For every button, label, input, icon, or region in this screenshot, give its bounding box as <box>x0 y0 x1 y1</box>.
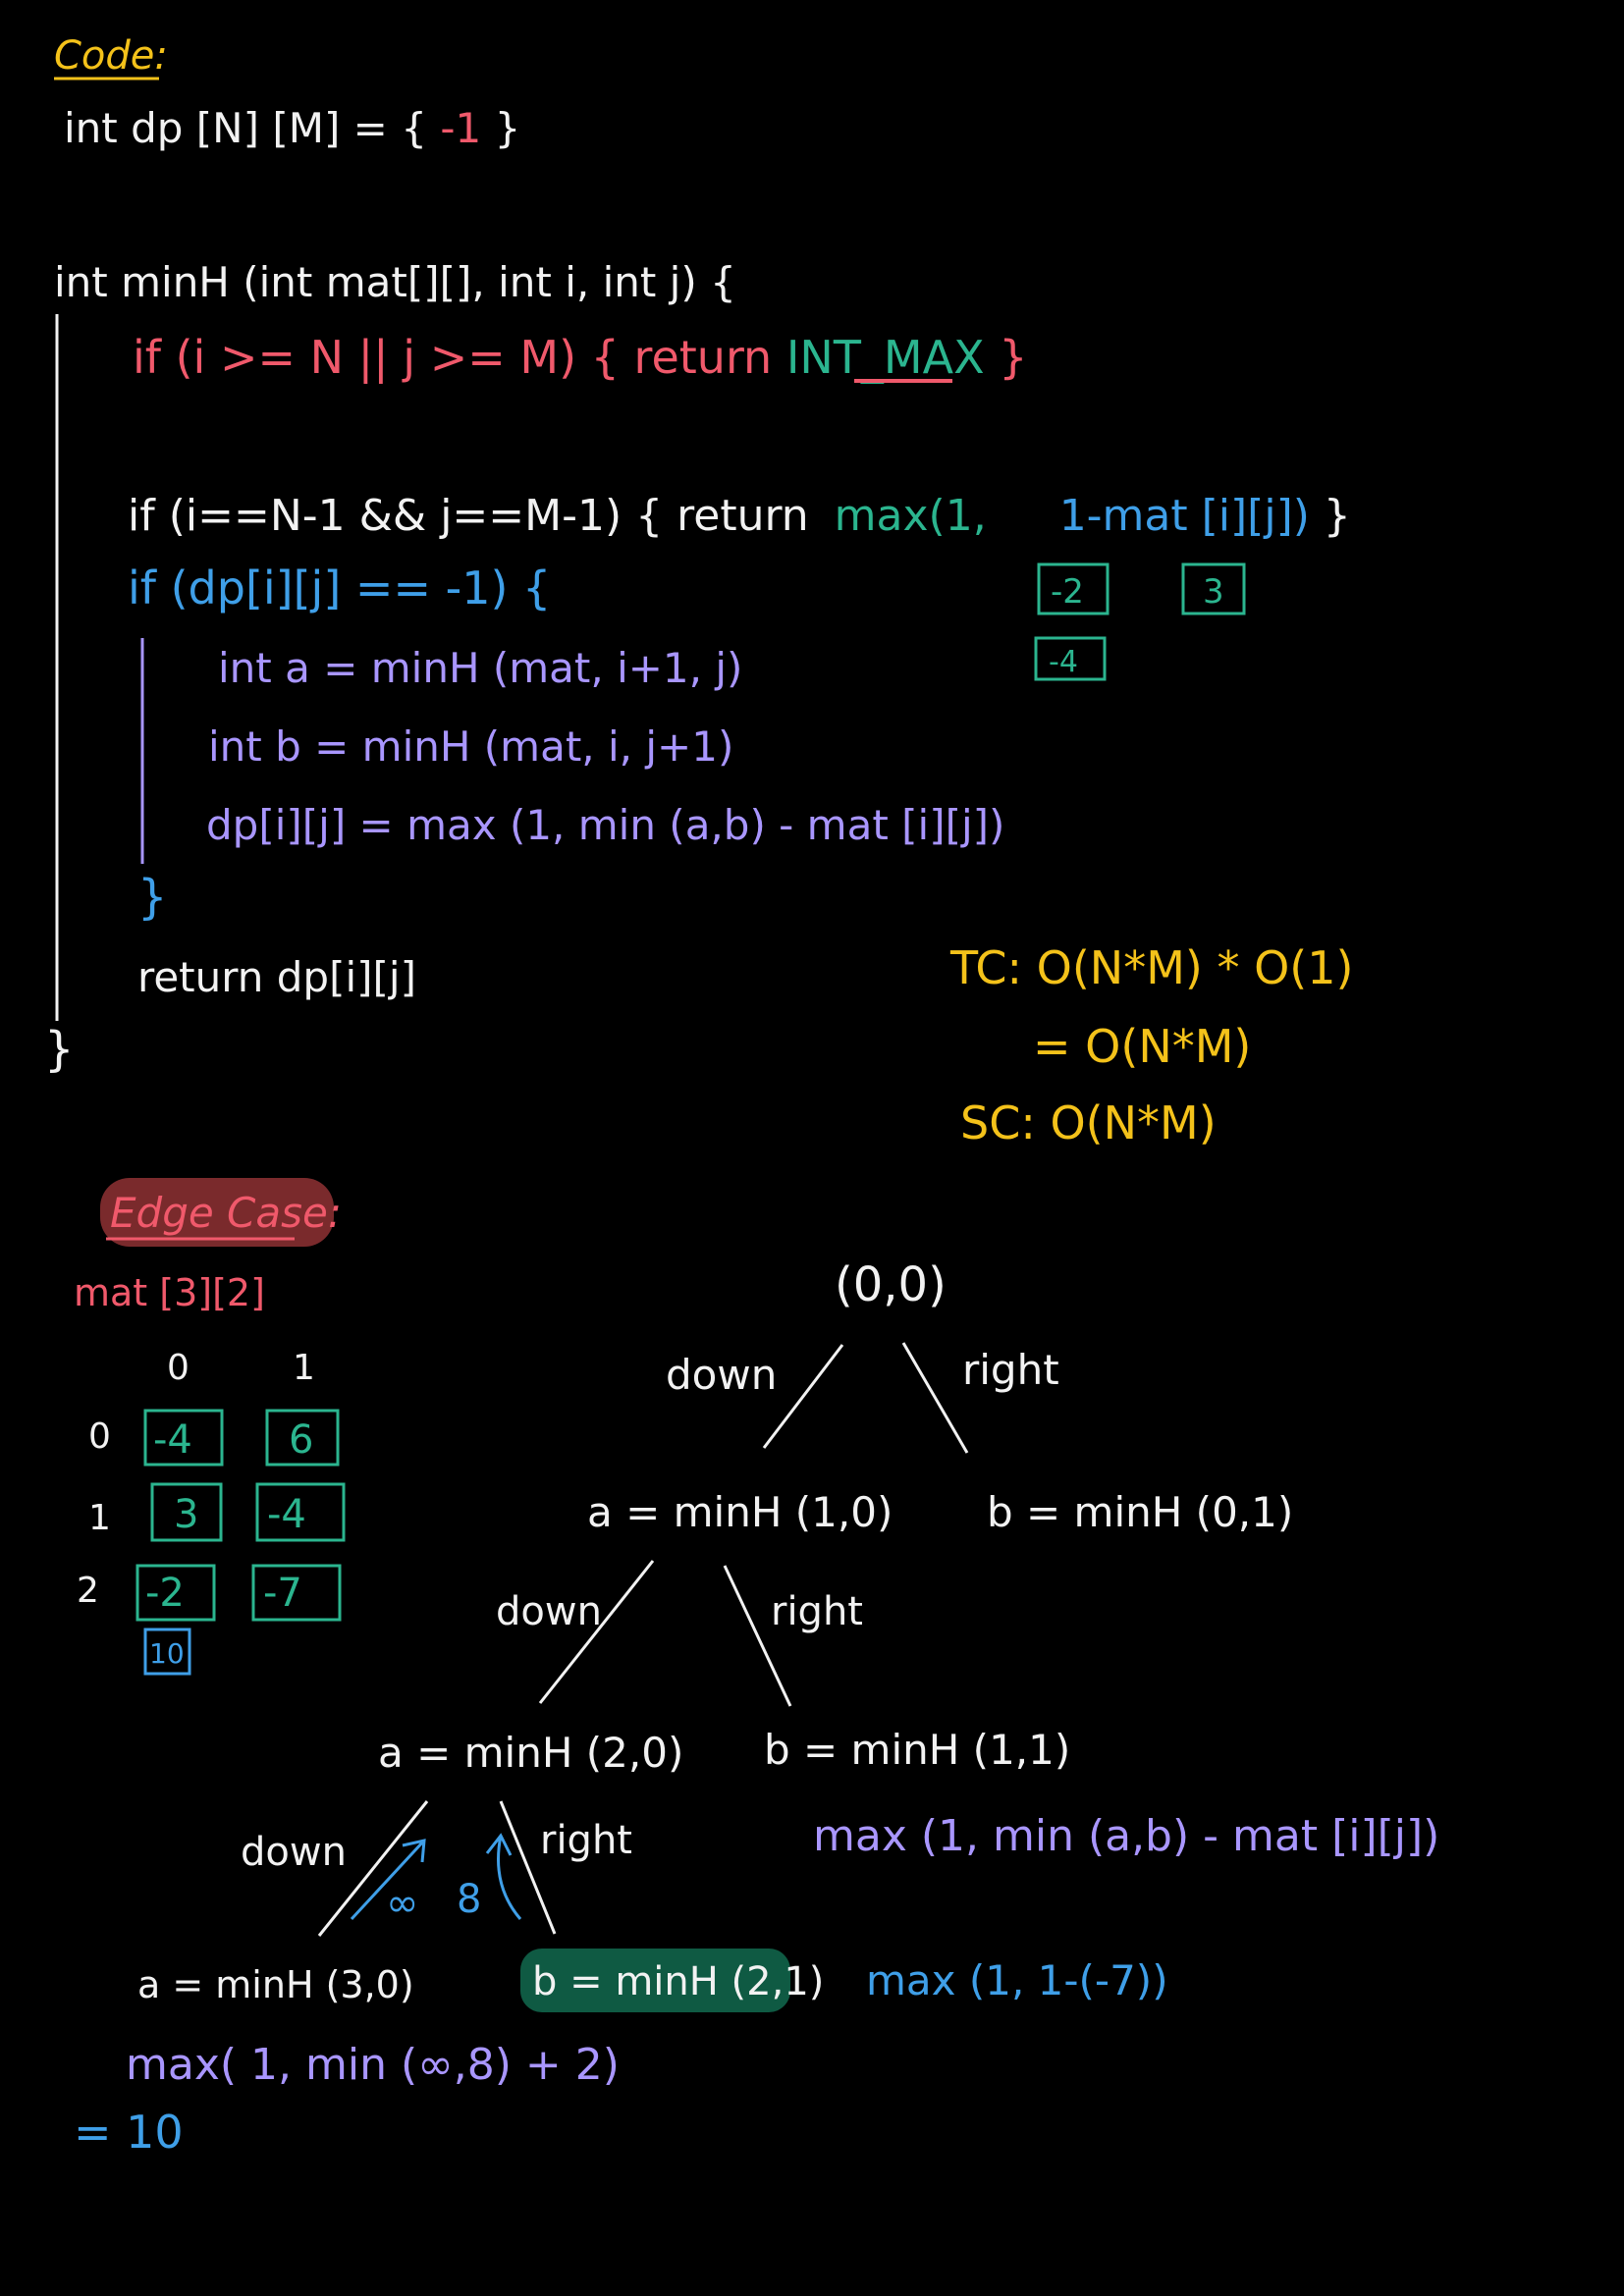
tree-node-b2: b = minH (1,1) <box>764 1726 1070 1774</box>
box-value-1: -2 <box>1037 562 1110 615</box>
dest-expr: 1-mat [i][j]) <box>1059 491 1310 541</box>
row-header-1: 1 <box>88 1498 111 1538</box>
edge-case-highlight <box>100 1178 334 1247</box>
base-return-value: INT_MAX <box>786 331 985 384</box>
grid-cell-0-1: 6 <box>265 1409 340 1467</box>
col-header-1: 1 <box>293 1348 315 1388</box>
dest-close: } <box>1324 491 1351 541</box>
extra-cell-value: 10 <box>149 1637 185 1670</box>
inner-close-brace: } <box>137 870 168 925</box>
tree-node-b3: b = minH (2,1) <box>532 1959 824 2004</box>
outer-close-brace: } <box>44 1022 75 1077</box>
line-b: int b = minH (mat, i, j+1) <box>208 722 733 771</box>
grid-cell-2-0: -2 <box>135 1564 216 1622</box>
grid-cell-0-1-value: 6 <box>289 1417 313 1463</box>
tree-node-a2: a = minH (2,0) <box>378 1729 683 1777</box>
calc-result: = 10 <box>74 2106 184 2159</box>
dp-decl-value: -1 <box>440 104 481 152</box>
edge-a1-left <box>538 1560 655 1704</box>
dest-if: if (i==N-1 && j==M-1) { return <box>128 491 809 541</box>
edge-a2-left <box>317 1800 429 1937</box>
tree-label-down-1: down <box>666 1351 777 1399</box>
grid-cell-1-0: 3 <box>150 1482 223 1542</box>
grid-cell-1-1-value: -4 <box>267 1492 306 1537</box>
dp-check-line: if (dp[i][j] == -1) { <box>128 561 551 614</box>
grid-cell-0-0: -4 <box>143 1409 224 1467</box>
tree-node-a1: a = minH (1,0) <box>587 1488 893 1536</box>
box-value-3-label: -4 <box>1049 645 1078 679</box>
node-b3-highlight <box>520 1949 790 2012</box>
extra-cell: 10 <box>143 1628 191 1676</box>
tree-node-a3: a = minH (3,0) <box>137 1963 414 2006</box>
box-value-2: 3 <box>1181 562 1246 615</box>
return-arrow-right <box>485 1833 522 1920</box>
base-close: } <box>999 331 1027 384</box>
tree-label-right-2: right <box>771 1589 863 1634</box>
grid-cell-2-1-value: -7 <box>263 1571 302 1616</box>
function-signature: int minH (int mat[][], int i, int j) { <box>54 258 736 306</box>
max-formula: max (1, min (a,b) - mat [i][j]) <box>813 1811 1439 1861</box>
line-a: int a = minH (mat, i+1, j) <box>218 644 742 692</box>
edge-root-left <box>762 1344 844 1449</box>
tree-label-right-1: right <box>962 1346 1059 1394</box>
grid-cell-1-0-value: 3 <box>174 1492 198 1537</box>
return-value-inf: ∞ <box>386 1881 418 1926</box>
dp-decl-prefix: int dp [N] [M] = { <box>64 104 427 152</box>
grid-cell-1-1: -4 <box>255 1482 346 1542</box>
tree-label-down-2: down <box>496 1589 602 1634</box>
space-complexity: SC: O(N*M) <box>960 1096 1217 1149</box>
calc-line: max( 1, min (∞,8) + 2) <box>126 2040 620 2090</box>
row-header-2: 2 <box>77 1571 99 1611</box>
base-case-line: if (i >= N || j >= M) { return INT_MAX } <box>133 331 1028 385</box>
dp-declaration: int dp [N] [M] = { -1 } <box>64 104 520 152</box>
edge-case-heading: Edge Case: <box>110 1189 342 1237</box>
line-dp: dp[i][j] = max (1, min (a,b) - mat [i][j… <box>206 801 1004 849</box>
tree-label-down-3: down <box>241 1830 347 1875</box>
edge-a1-right <box>723 1565 792 1707</box>
dp-decl-suffix: } <box>495 104 521 152</box>
col-header-0: 0 <box>167 1348 189 1388</box>
return-value-eight: 8 <box>457 1877 481 1922</box>
base-if: if (i >= N || j >= M) { return <box>133 331 772 385</box>
destination-line: if (i==N-1 && j==M-1) { return max(1, 1-… <box>128 491 1351 541</box>
grid-cell-2-1: -7 <box>251 1564 342 1622</box>
box-value-2-label: 3 <box>1203 572 1224 612</box>
dest-max: max(1, <box>835 491 987 541</box>
row-header-0: 0 <box>88 1416 111 1457</box>
grid-cell-2-0-value: -2 <box>145 1571 185 1616</box>
grid-cell-0-0-value: -4 <box>153 1417 192 1463</box>
edge-a2-right <box>499 1800 557 1935</box>
return-arrow-left <box>350 1839 426 1921</box>
tree-label-right-3: right <box>540 1818 632 1863</box>
tree-root: (0,0) <box>835 1257 947 1312</box>
mat-label: mat [3][2] <box>74 1271 265 1314</box>
return-line: return dp[i][j] <box>137 953 416 1001</box>
max-eval: max (1, 1-(-7)) <box>866 1956 1168 2004</box>
tree-node-b1: b = minH (0,1) <box>987 1488 1293 1536</box>
box-value-1-label: -2 <box>1051 572 1084 612</box>
code-heading: Code: <box>54 33 168 79</box>
time-complexity: TC: O(N*M) * O(1) <box>949 941 1353 994</box>
edge-root-right <box>901 1342 969 1454</box>
box-value-3: -4 <box>1034 636 1107 681</box>
time-complexity-simplified: = O(N*M) <box>1033 1020 1251 1073</box>
